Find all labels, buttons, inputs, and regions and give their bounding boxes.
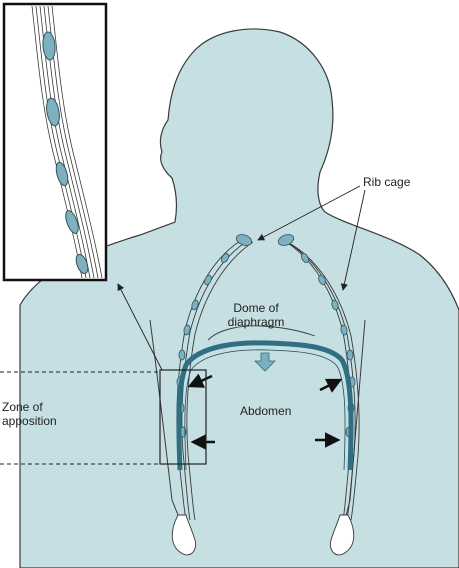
leader-rib-right	[340, 189, 366, 291]
rib-cartilage	[176, 234, 356, 438]
diaphragm-inner	[184, 349, 346, 471]
dome-bracket	[207, 325, 316, 341]
arrow-upper-left-icon	[187, 373, 213, 388]
arrow-upper-right-icon	[319, 378, 343, 393]
force-arrows	[187, 373, 343, 450]
zone-of-apposition-box	[159, 369, 207, 465]
label-zone-of-apposition: Zone of apposition	[2, 400, 57, 428]
dome-down-arrow-icon	[254, 352, 276, 372]
inset-magnified-view	[2, 2, 108, 282]
pelvis-right	[329, 514, 355, 556]
diaphragm	[176, 340, 354, 471]
label-dome-of-diaphragm: Dome of diaphragm	[227, 301, 285, 329]
leader-to-inset	[117, 283, 163, 371]
trunk-left-line	[149, 319, 181, 521]
label-abdomen: Abdomen	[240, 404, 292, 418]
pelvis-left	[171, 514, 197, 556]
leader-rib-left	[257, 185, 361, 241]
label-rib-cage: Rib cage	[363, 175, 411, 189]
